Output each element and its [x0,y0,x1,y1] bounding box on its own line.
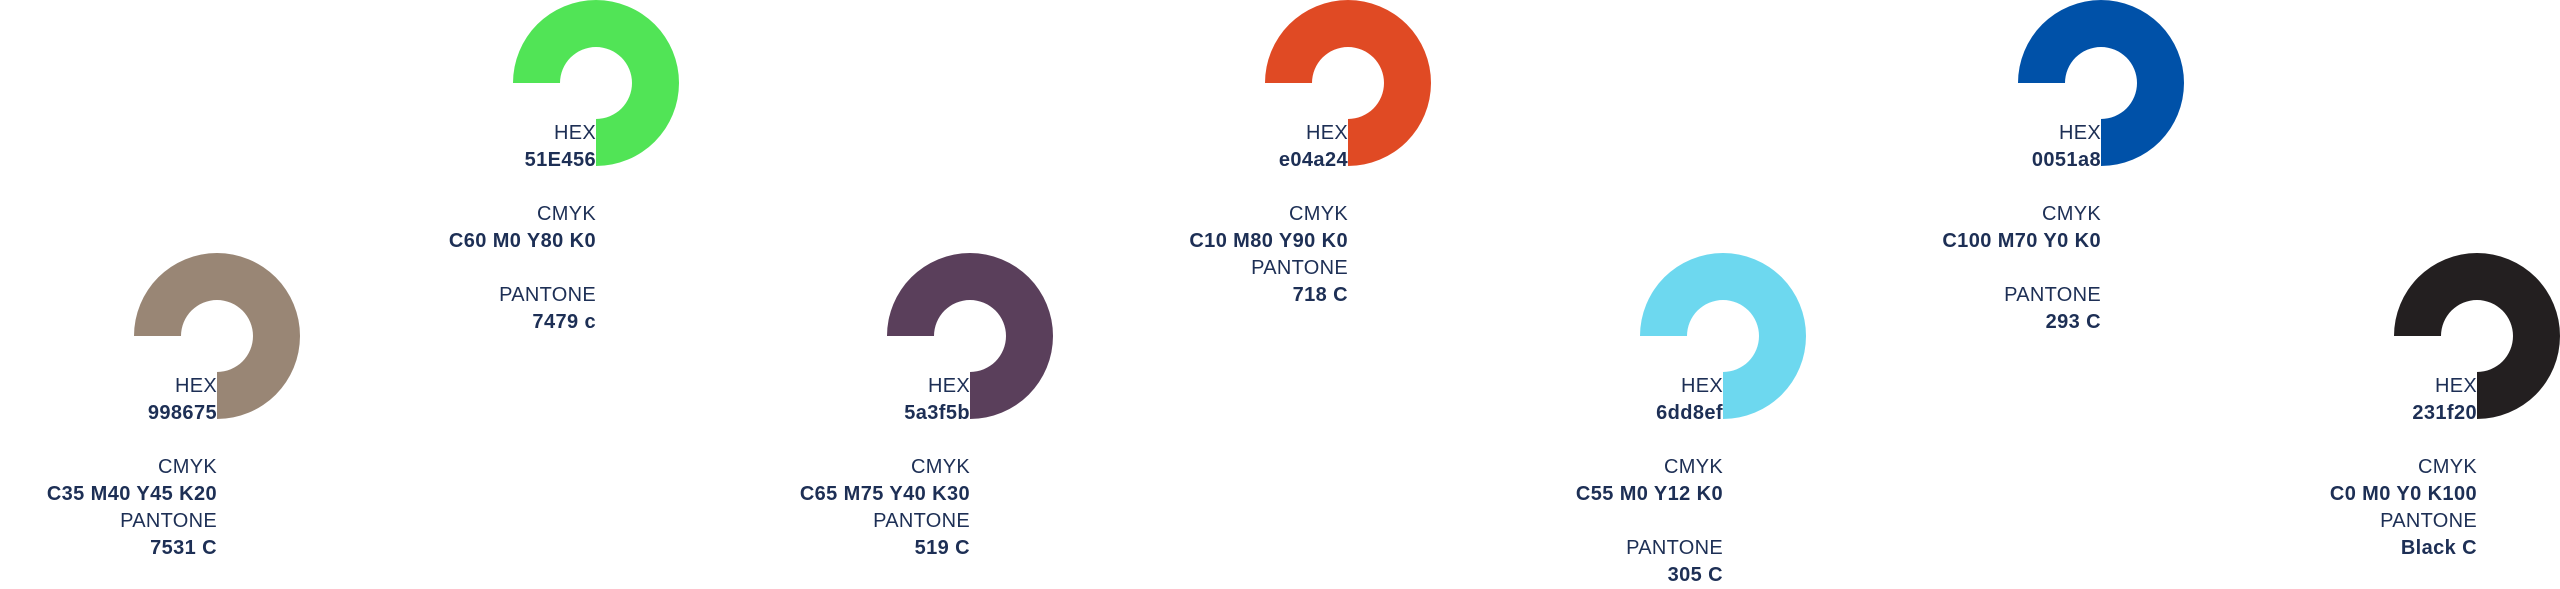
ring-icon [1265,0,1431,166]
hex-value: 6dd8ef [1656,402,1723,424]
hex-label: HEX [927,375,970,397]
cmyk-label: CMYK [1664,456,1723,478]
hex-label: HEX [2058,122,2101,144]
hex-label: HEX [174,375,217,397]
hex-value: 51E456 [524,149,596,171]
color-info: HEX 0051a8 CMYK C100 M70 Y0 K0 PANTONE 2… [1681,120,2101,336]
pantone-label: PANTONE [873,510,970,532]
pantone-value: 718 C [1292,284,1348,306]
ring-shape [2394,253,2560,419]
cmyk-label: CMYK [158,456,217,478]
color-info: HEX 998675 CMYK C35 M40 Y45 K20 PANTONE … [0,373,217,562]
cmyk-value: C35 M40 Y45 K20 [46,483,217,505]
ring-icon [1640,253,1806,419]
color-info: HEX 231f20 CMYK C0 M0 Y0 K100 PANTONE Bl… [2057,373,2477,562]
cmyk-value: C0 M0 Y0 K100 [2329,483,2477,505]
ring-icon [887,253,1053,419]
hex-label: HEX [2434,375,2477,397]
ring-icon [2394,253,2560,419]
cmyk-value: C55 M0 Y12 K0 [1575,483,1723,505]
ring-shape [1265,0,1431,166]
ring-icon [513,0,679,166]
pantone-label: PANTONE [2380,510,2477,532]
cmyk-value: C60 M0 Y80 K0 [448,230,596,252]
pantone-value: 293 C [2045,311,2101,333]
color-info: HEX e04a24 CMYK C10 M80 Y90 K0 PANTONE 7… [928,120,1348,309]
hex-value: 998675 [147,402,217,424]
pantone-value: 519 C [914,537,970,559]
cmyk-value: C65 M75 Y40 K30 [799,483,970,505]
pantone-label: PANTONE [1626,537,1723,559]
hex-value: 5a3f5b [904,402,970,424]
hex-label: HEX [1680,375,1723,397]
pantone-label: PANTONE [1251,257,1348,279]
pantone-label: PANTONE [2004,284,2101,306]
hex-value: e04a24 [1278,149,1348,171]
cmyk-value: C100 M70 Y0 K0 [1942,230,2101,252]
color-info: HEX 5a3f5b CMYK C65 M75 Y40 K30 PANTONE … [550,373,970,562]
pantone-label: PANTONE [120,510,217,532]
cmyk-label: CMYK [2418,456,2477,478]
hex-label: HEX [553,122,596,144]
hex-label: HEX [1305,122,1348,144]
cmyk-label: CMYK [1289,203,1348,225]
ring-shape [513,0,679,166]
cmyk-label: CMYK [537,203,596,225]
cmyk-label: CMYK [2042,203,2101,225]
pantone-label: PANTONE [499,284,596,306]
cmyk-value: C10 M80 Y90 K0 [1189,230,1348,252]
color-info: HEX 6dd8ef CMYK C55 M0 Y12 K0 PANTONE 30… [1303,373,1723,589]
ring-shape [887,253,1053,419]
hex-value: 0051a8 [2031,149,2101,171]
ring-shape [2018,0,2184,166]
ring-icon [2018,0,2184,166]
pantone-value: Black C [2400,537,2477,559]
pantone-value: 7531 C [150,537,217,559]
ring-shape [134,253,300,419]
cmyk-label: CMYK [911,456,970,478]
pantone-value: 7479 c [532,311,596,333]
hex-value: 231f20 [2412,402,2477,424]
ring-icon [134,253,300,419]
ring-shape [1640,253,1806,419]
pantone-value: 305 C [1667,564,1723,586]
color-info: HEX 51E456 CMYK C60 M0 Y80 K0 PANTONE 74… [176,120,596,336]
